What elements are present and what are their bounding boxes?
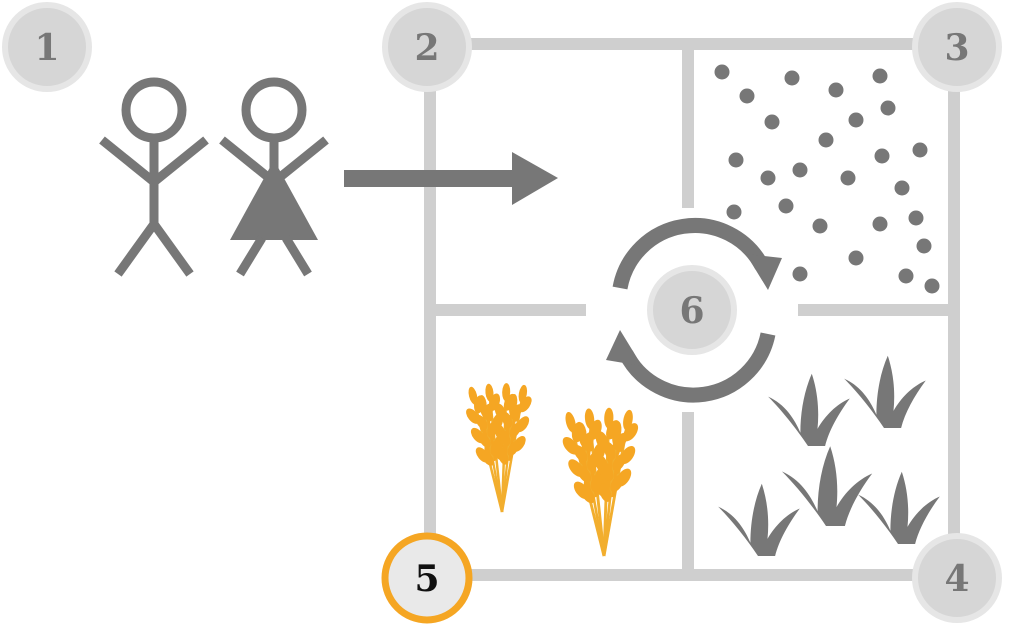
step-badge-3: 3 [912, 2, 1002, 92]
grass-tuft [768, 373, 850, 446]
woman-icon [219, 77, 329, 277]
grass-tuft [844, 355, 926, 428]
seed-dot [894, 180, 910, 196]
seed-dot [784, 70, 800, 86]
seed-dot [872, 216, 888, 232]
seed-dot [874, 148, 890, 164]
seed-dot [728, 152, 744, 168]
man-and-woman-icon [99, 77, 329, 277]
divider-right [798, 304, 960, 316]
seed-dot [912, 142, 928, 158]
field-frame [424, 38, 960, 581]
seed-dot [778, 198, 794, 214]
wheat-sheaf-icon [456, 381, 647, 562]
step-badge-6: 6 [647, 265, 737, 355]
seed-dot [898, 268, 914, 284]
right-arrow-icon [344, 152, 558, 205]
seed-dot [818, 132, 834, 148]
step-number: 4 [944, 558, 969, 600]
step-number: 2 [414, 27, 439, 69]
rotation-cycle-icon [606, 218, 782, 403]
grass-tuft [718, 483, 800, 556]
seed-dot [739, 88, 755, 104]
seed-dot [848, 112, 864, 128]
step-badge-5: 5 [381, 532, 473, 624]
grass-tuft-icon [718, 355, 940, 556]
man-icon [99, 77, 209, 277]
step-number: 3 [944, 27, 969, 69]
seed-dot [792, 162, 808, 178]
seed-dot [828, 82, 844, 98]
divider-top [682, 38, 694, 208]
seed-dot [872, 68, 888, 84]
seed-dot [848, 250, 864, 266]
divider-bottom [682, 412, 694, 580]
divider-left [424, 304, 586, 316]
seed-dot [792, 266, 808, 282]
step-number: 6 [679, 290, 704, 332]
seeded-field-dots-icon [714, 64, 940, 294]
seed-dot [714, 64, 730, 80]
seed-dot [924, 278, 940, 294]
seed-dot [916, 238, 932, 254]
seed-dot [880, 100, 896, 116]
step-number: 1 [34, 27, 59, 69]
step-badge-4: 4 [912, 533, 1002, 623]
wheat-sheaf-left [456, 381, 539, 517]
seed-dot [764, 114, 780, 130]
step-number: 5 [414, 558, 439, 600]
wheat-sheaf-right [551, 405, 647, 562]
seed-dot [726, 204, 742, 220]
seed-dot [812, 218, 828, 234]
step-badge-1: 1 [2, 2, 92, 92]
seed-dot [908, 210, 924, 226]
grass-tuft [858, 471, 940, 544]
seed-dot [840, 170, 856, 186]
seed-dot [760, 170, 776, 186]
step-badge-2: 2 [382, 2, 472, 92]
